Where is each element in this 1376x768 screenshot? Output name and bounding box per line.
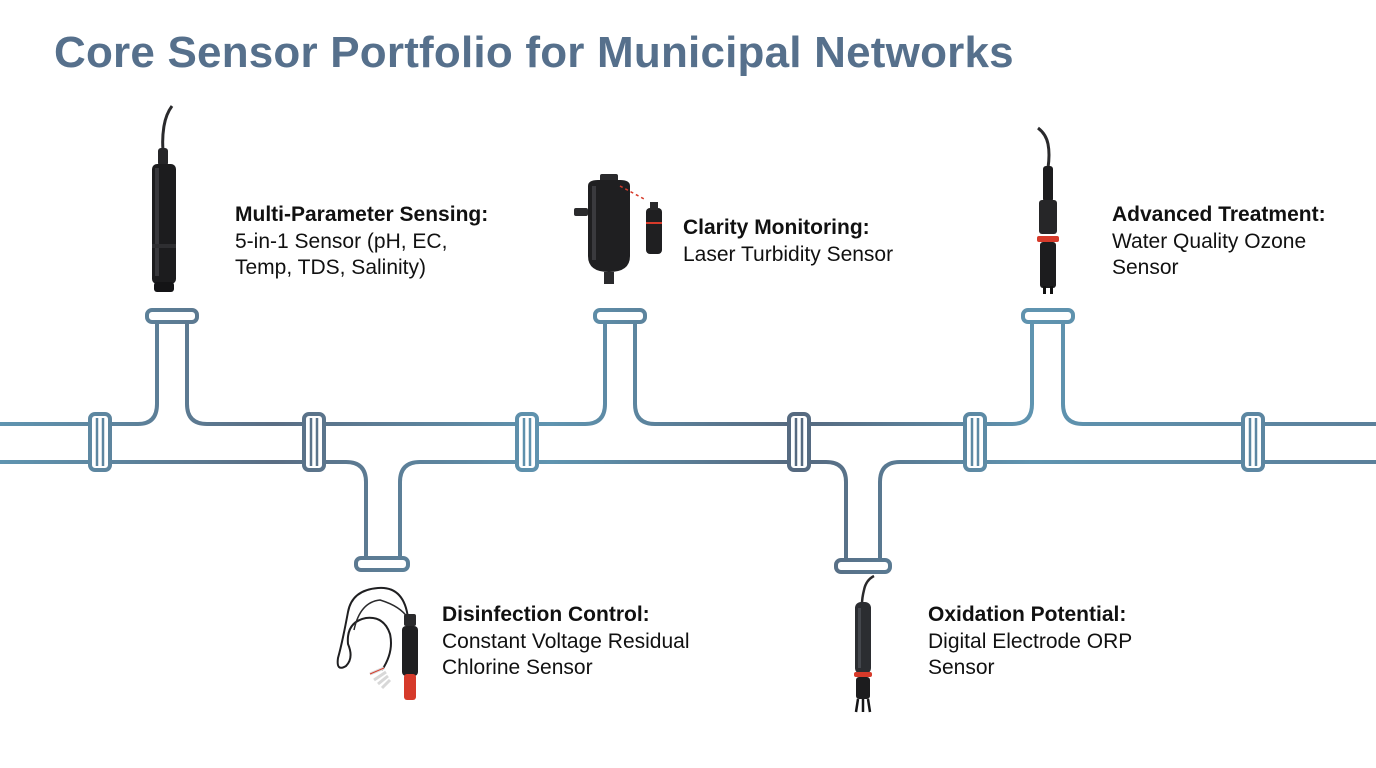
- pipe-coupling-1: [88, 412, 112, 472]
- sensor-label-advanced-treatment: Advanced Treatment: Water Quality Ozone …: [1112, 202, 1337, 282]
- sensor-description: 5-in-1 Sensor (pH, EC, Temp, TDS, Salini…: [235, 229, 448, 280]
- sensor-heading: Oxidation Potential:: [928, 603, 1127, 626]
- sensor-heading: Multi-Parameter Sensing:: [235, 203, 489, 226]
- main-pipe-upper-wall: [0, 320, 1376, 426]
- turbidity-sensor-icon: [574, 174, 662, 284]
- sensor-description: Digital Electrode ORP Sensor: [928, 629, 1132, 680]
- sensor-label-oxidation: Oxidation Potential: Digital Electrode O…: [928, 602, 1143, 682]
- pipe-coupling-2: [302, 412, 326, 472]
- mount-flange-top-1: [145, 308, 199, 324]
- pipe-coupling-4: [787, 412, 811, 472]
- orp-electrode-icon: [854, 574, 875, 713]
- mount-flange-bottom-2: [834, 558, 892, 574]
- sensor-heading: Advanced Treatment:: [1112, 203, 1326, 226]
- sensor-label-clarity: Clarity Monitoring: Laser Turbidity Sens…: [683, 215, 943, 268]
- chlorine-electrode-icon: [336, 586, 418, 700]
- sensor-description: Water Quality Ozone Sensor: [1112, 229, 1307, 280]
- pipe-coupling-5: [963, 412, 987, 472]
- mount-flange-top-3: [1021, 308, 1075, 324]
- sensor-label-disinfection: Disinfection Control: Constant Voltage R…: [442, 602, 707, 682]
- sensor-description: Constant Voltage Residual Chlorine Senso…: [442, 629, 690, 680]
- sensor-label-multi-parameter: Multi-Parameter Sensing: 5-in-1 Sensor (…: [235, 202, 489, 282]
- pipe-coupling-6: [1241, 412, 1265, 472]
- pipe-coupling-3: [515, 412, 539, 472]
- main-pipe-lower-wall: [0, 460, 1376, 564]
- page-title: Core Sensor Portfolio for Municipal Netw…: [54, 28, 1014, 77]
- sensor-heading: Disinfection Control:: [442, 603, 650, 626]
- multi-parameter-probe-icon: [152, 105, 176, 292]
- mount-flange-top-2: [593, 308, 647, 324]
- ozone-probe-icon: [1037, 126, 1059, 294]
- sensor-heading: Clarity Monitoring:: [683, 216, 870, 239]
- sensor-description: Laser Turbidity Sensor: [683, 242, 894, 266]
- mount-flange-bottom-1: [354, 556, 410, 572]
